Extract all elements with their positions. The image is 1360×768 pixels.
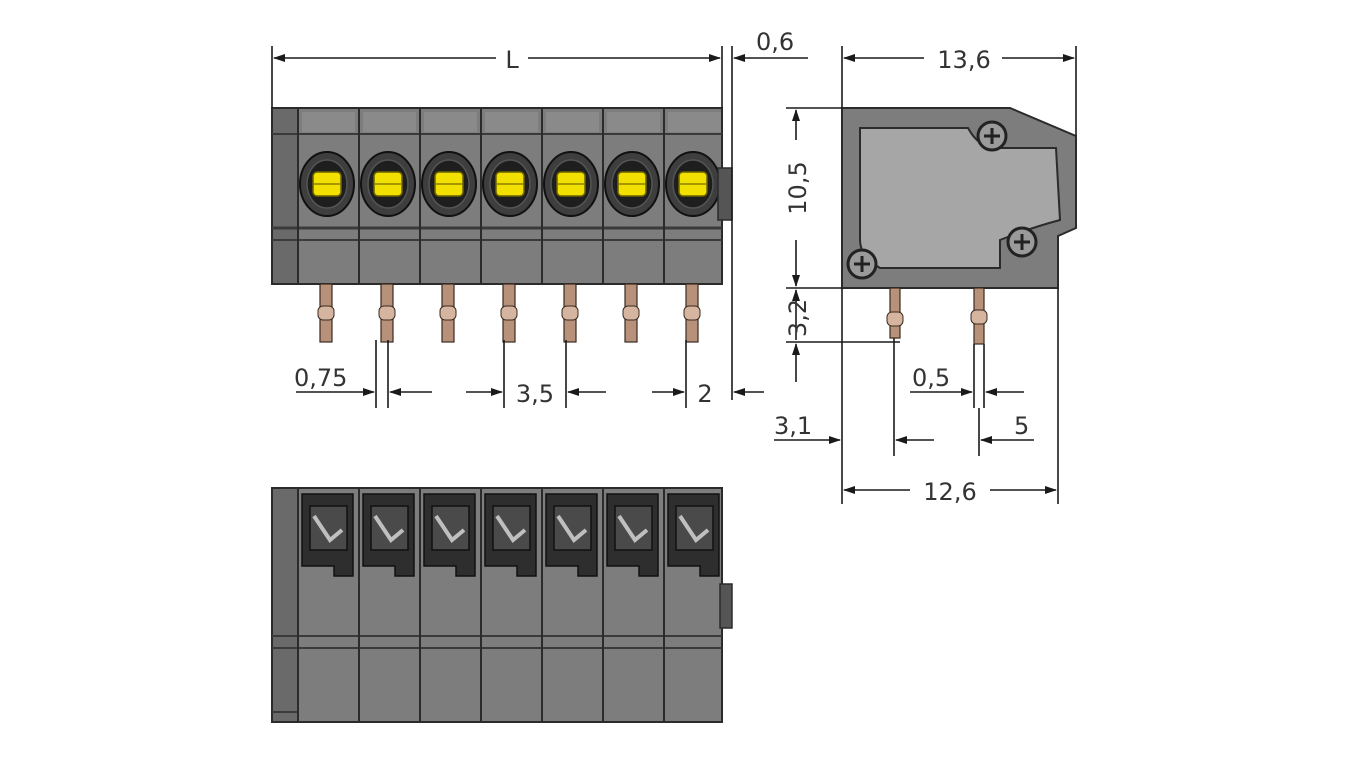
dim-height-label: 10,5 <box>784 161 812 214</box>
clamp-slot-3 <box>419 488 476 722</box>
bottom-view <box>271 487 733 723</box>
solder-pin <box>500 283 518 343</box>
front-view <box>271 107 733 343</box>
dim-base-depth-label: 12,6 <box>923 478 976 506</box>
dimension-depth: 13,6 <box>841 46 1077 136</box>
dimension-pin-thickness: 0,5 <box>910 344 1024 408</box>
dimension-length: L <box>271 46 723 108</box>
side-pin-front <box>886 287 904 339</box>
dim-pitch-label: 3,5 <box>516 380 554 408</box>
screw-hole-right <box>1006 226 1038 258</box>
dimension-pin-length: 3,2 <box>784 289 900 382</box>
dimension-offset-top: 0,6 <box>731 28 808 400</box>
solder-pin <box>439 283 457 343</box>
pole-7 <box>663 108 721 284</box>
dim-end-offset-label: 2 <box>697 380 712 408</box>
dimension-pitch: 3,5 <box>466 340 606 408</box>
dim-pin-offset-label: 3,1 <box>774 412 812 440</box>
clamp-slot-2 <box>358 488 415 722</box>
dim-pin-thickness-label: 0,5 <box>912 364 950 392</box>
pole-6 <box>602 108 660 284</box>
dim-depth-label: 13,6 <box>937 46 990 74</box>
side-pin-rear <box>970 287 988 345</box>
clamp-slot-4 <box>480 488 537 722</box>
dim-length-label: L <box>505 46 519 74</box>
dimension-base-depth: 12,6 <box>843 288 1059 506</box>
dim-pin-width-label: 0,75 <box>294 364 347 392</box>
dimension-end-offset: 2 <box>652 340 764 408</box>
pole-3 <box>419 108 477 284</box>
clamp-slot-1 <box>297 488 354 722</box>
pole-4 <box>480 108 538 284</box>
pole-1 <box>297 108 355 284</box>
dim-offset-top-label: 0,6 <box>756 28 794 56</box>
dimension-height: 10,5 <box>784 107 842 289</box>
dimension-pin-spacing: 5 <box>978 408 1034 456</box>
solder-pin <box>317 283 335 343</box>
solder-pin <box>622 283 640 343</box>
clamp-slot-5 <box>541 488 598 722</box>
dim-pin-length-label: 3,2 <box>784 299 812 337</box>
screw-hole-left <box>846 248 878 280</box>
solder-pin <box>561 283 579 343</box>
clamp-slot-6 <box>602 488 659 722</box>
solder-pin <box>378 283 396 343</box>
dim-pin-spacing-label: 5 <box>1014 412 1029 440</box>
pole-2 <box>358 108 416 284</box>
screw-hole-top <box>976 120 1008 152</box>
dimension-pin-offset: 3,1 <box>774 288 934 504</box>
dimension-pin-width: 0,75 <box>294 340 432 408</box>
pole-5 <box>541 108 599 284</box>
solder-pin <box>683 283 701 343</box>
clamp-slot-7 <box>663 488 720 722</box>
side-view <box>841 107 1077 345</box>
